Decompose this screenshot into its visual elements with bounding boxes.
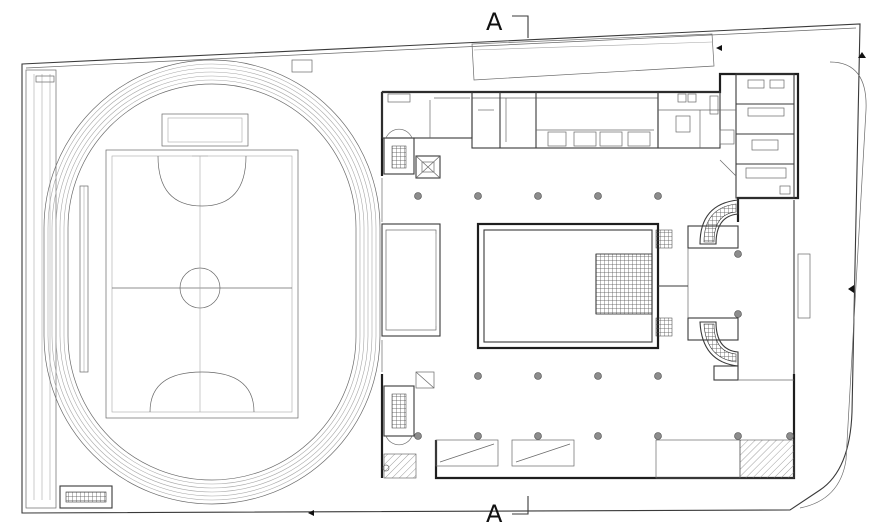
section-mark-top: A — [486, 8, 529, 38]
site-boundary — [21, 23, 867, 514]
bleacher-small — [59, 485, 113, 509]
north-strip — [471, 33, 715, 81]
section-label-bottom: A — [486, 500, 503, 525]
entrance-arrow-icon — [848, 285, 854, 293]
running-track — [43, 59, 381, 505]
south-rooms — [382, 439, 795, 479]
east-entrance — [738, 253, 811, 381]
central-hall — [476, 222, 739, 350]
section-mark-bottom: A — [486, 496, 529, 525]
side-strip — [25, 69, 57, 509]
small-structure — [291, 59, 313, 73]
structural-columns — [414, 192, 794, 440]
entrance-arrow-icons — [308, 45, 866, 516]
entrance-arrow-icon — [858, 52, 866, 58]
football-pitch — [105, 113, 299, 419]
entrance-arrow-icon — [716, 45, 722, 51]
section-label-top: A — [486, 8, 503, 36]
curved-stairs — [699, 199, 739, 381]
main-building — [380, 72, 800, 480]
entrance-arrow-icon — [308, 510, 314, 516]
